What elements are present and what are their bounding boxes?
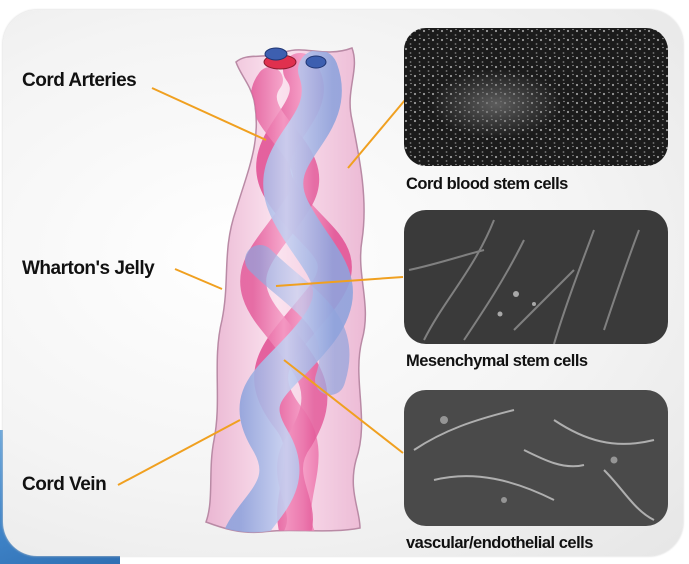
whartons-jelly-label: Wharton's Jelly xyxy=(22,258,154,280)
cord-blood-caption: Cord blood stem cells xyxy=(406,175,568,194)
mesenchymal-caption: Mesenchymal stem cells xyxy=(406,352,588,371)
cord-blood-cells-micrograph xyxy=(404,28,668,166)
vein-opening-blue xyxy=(265,48,287,60)
endothelial-cells-micrograph xyxy=(404,390,668,526)
cord-vein-label: Cord Vein xyxy=(22,474,106,496)
vein-opening-blue-2 xyxy=(306,56,326,68)
mesenchymal-cells-micrograph xyxy=(404,210,668,344)
leader-line-cord-blood xyxy=(348,100,405,168)
cord-arteries-label: Cord Arteries xyxy=(22,70,136,92)
leader-line-whartons-jelly xyxy=(175,269,222,289)
endothelial-caption: vascular/endothelial cells xyxy=(406,534,593,553)
leader-line-cord-arteries xyxy=(152,88,266,140)
